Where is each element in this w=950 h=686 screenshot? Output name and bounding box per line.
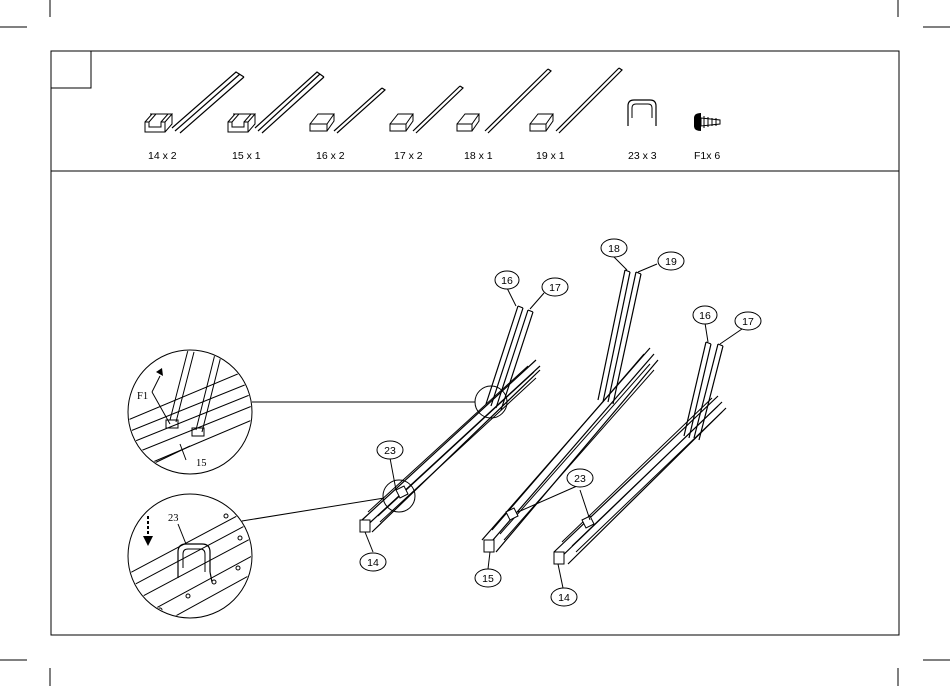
parts-list: 14 x 2 15 x 1 16 x 2 17 x 2 18 x 1 <box>145 68 720 162</box>
callout-leaders <box>242 257 742 588</box>
part-23-bracket-icon <box>628 100 656 126</box>
callout-b23-text: 23 <box>574 473 586 485</box>
part-23-label: 23 x 3 <box>628 150 657 162</box>
step-number-box <box>51 51 91 88</box>
assembly-left <box>360 306 540 532</box>
callout-a16-text: 16 <box>501 275 513 287</box>
screw-f1-label: F1x 6 <box>694 150 720 162</box>
part-18-label: 18 x 1 <box>464 150 493 162</box>
callout-a14-text: 14 <box>367 557 379 569</box>
callout-b19-text: 19 <box>665 256 677 268</box>
callout-c16-text: 16 <box>699 310 711 322</box>
callout-a23-text: 23 <box>384 445 396 457</box>
screw-f1-icon <box>694 113 720 131</box>
assembly-middle <box>482 270 658 552</box>
detail-23-label: 23 <box>168 513 179 524</box>
part-14-label: 14 x 2 <box>148 150 177 162</box>
callout-c17-text: 17 <box>742 316 754 328</box>
part-19-label: 19 x 1 <box>536 150 565 162</box>
detail-15-label: 15 <box>196 458 207 469</box>
callout-b15-text: 15 <box>482 573 494 585</box>
part-15-label: 15 x 1 <box>232 150 261 162</box>
callout-c14-text: 14 <box>558 592 570 604</box>
part-17-icon <box>390 86 463 133</box>
part-16-label: 16 x 2 <box>316 150 345 162</box>
part-17-label: 17 x 2 <box>394 150 423 162</box>
detail-zoom-screw: F1 15 <box>128 350 252 474</box>
detail-zoom-bracket: 23 <box>128 494 252 630</box>
part-16-icon <box>310 88 385 133</box>
detail-f1-label: F1 <box>137 391 148 402</box>
callout-b18-text: 18 <box>608 243 620 255</box>
callout-a17-text: 17 <box>549 282 561 294</box>
arrow-down-icon <box>143 536 153 546</box>
